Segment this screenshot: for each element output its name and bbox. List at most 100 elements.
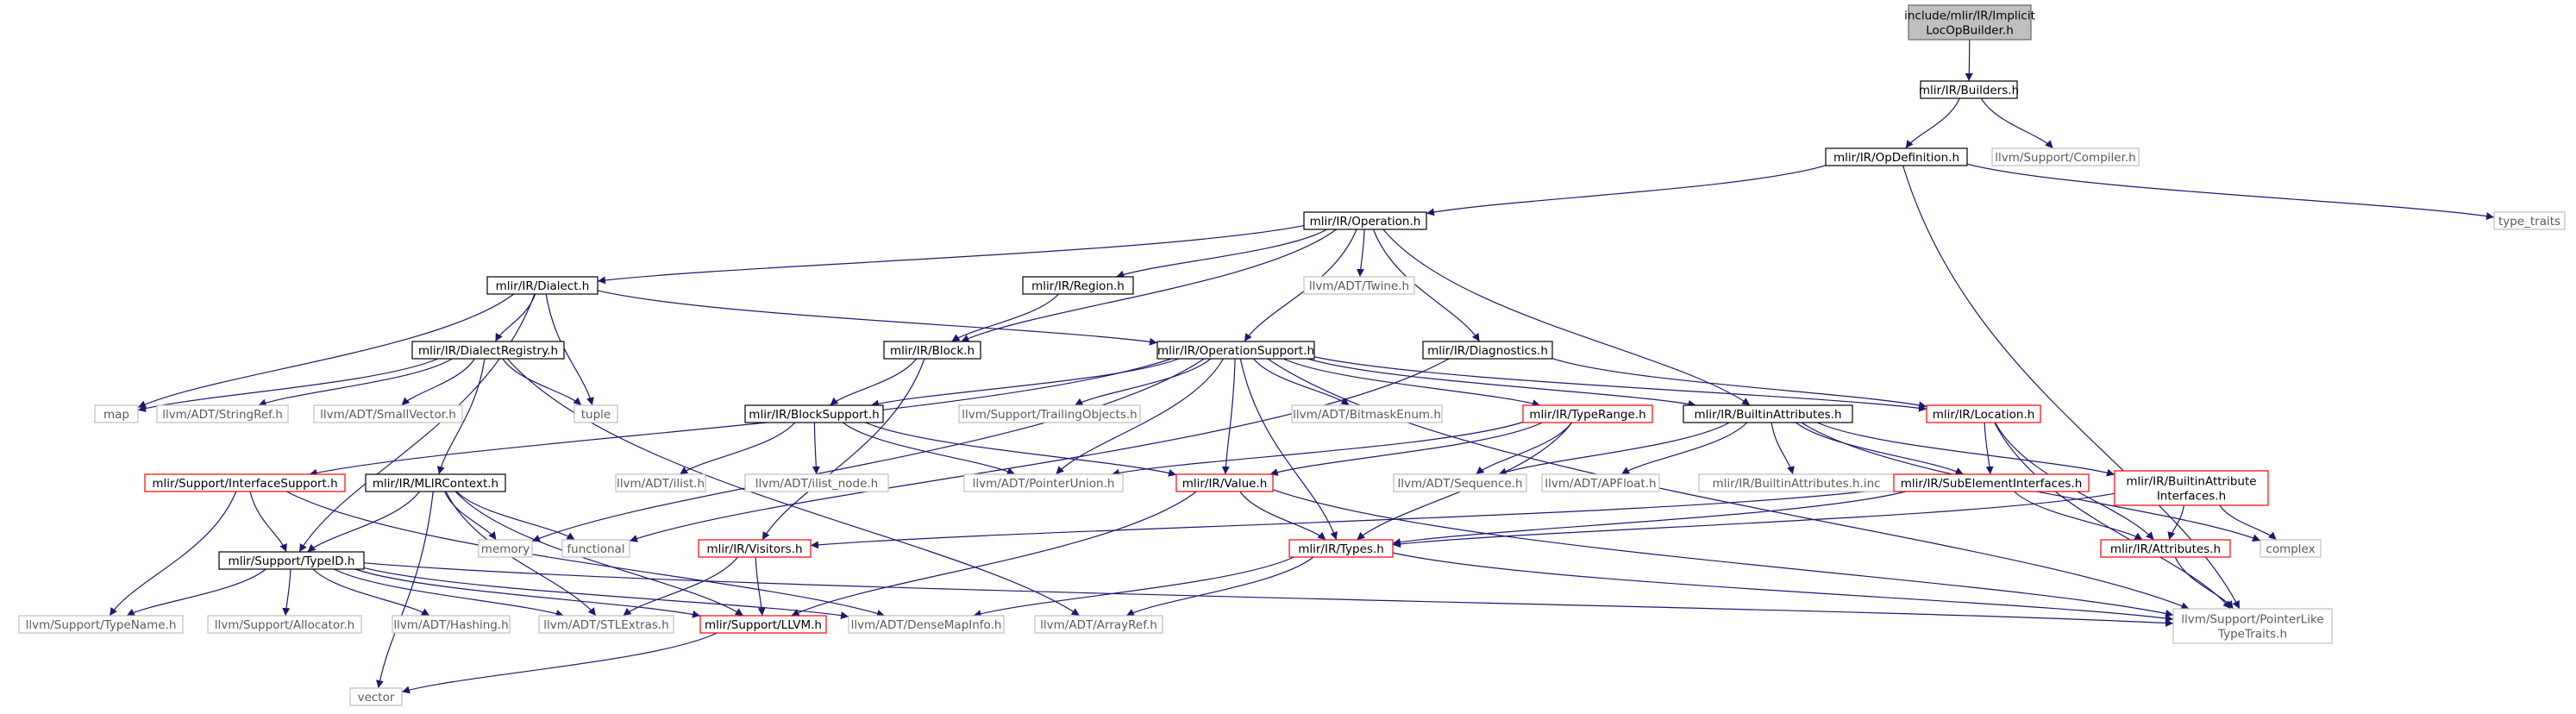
node-llvmh[interactable]: mlir/Support/LLVM.h bbox=[699, 615, 827, 634]
node-map: map bbox=[94, 404, 139, 423]
node-apfloat: llvm/ADT/APFloat.h bbox=[1541, 473, 1660, 492]
edge-value-to-pointerlike bbox=[1272, 489, 2174, 617]
node-block[interactable]: mlir/IR/Block.h bbox=[883, 341, 981, 360]
dependency-edge bbox=[2014, 491, 2143, 541]
node-memory: memory bbox=[478, 539, 533, 558]
node-functional: functional bbox=[561, 539, 630, 558]
dependency-edge bbox=[309, 358, 1172, 477]
node-box bbox=[18, 615, 184, 634]
edge-typeid-to-densemapinfo bbox=[363, 567, 849, 620]
node-label: llvm/ADT/PointerUnion.h bbox=[973, 477, 1115, 491]
node-opdef[interactable]: mlir/IR/OpDefinition.h bbox=[1825, 147, 1968, 166]
node-ifacesupport[interactable]: mlir/Support/InterfaceSupport.h bbox=[144, 473, 346, 492]
node-blocksupport[interactable]: mlir/IR/BlockSupport.h bbox=[744, 404, 884, 423]
node-subelem[interactable]: mlir/IR/SubElementInterfaces.h bbox=[1893, 473, 2090, 492]
node-label: mlir/IR/Visitors.h bbox=[706, 542, 802, 556]
node-box bbox=[883, 341, 981, 360]
edge-subelem-to-types bbox=[1392, 491, 1906, 547]
dependency-edge bbox=[597, 224, 1305, 285]
dependency-edge bbox=[1905, 97, 1960, 149]
dependency-edge bbox=[623, 556, 738, 617]
dependency-edge bbox=[842, 422, 1015, 475]
node-tuple: tuple bbox=[573, 404, 618, 423]
dependency-edge bbox=[1392, 491, 1906, 547]
node-smallvector: llvm/ADT/SmallVector.h bbox=[313, 404, 463, 423]
edge-operation-to-region bbox=[1116, 229, 1327, 279]
node-label: mlir/Support/LLVM.h bbox=[705, 618, 822, 632]
edge-mlircontext-to-typeid bbox=[307, 491, 420, 553]
edge-value-to-types bbox=[1239, 491, 1326, 541]
node-location[interactable]: mlir/IR/Location.h bbox=[1926, 404, 2041, 423]
dependency-edge bbox=[126, 568, 266, 617]
edge-diagnostics-to-location bbox=[1551, 358, 1927, 410]
edge-blocksupport-to-ilist bbox=[679, 422, 796, 475]
edge-ifacesupport-to-typeid bbox=[249, 491, 287, 553]
dependency-edge bbox=[363, 562, 2174, 627]
edge-opsupport-to-blocksupport bbox=[870, 358, 1180, 408]
dependency-edge bbox=[401, 358, 475, 406]
node-box bbox=[1926, 404, 2041, 423]
node-label: llvm/Support/Compiler.h bbox=[1995, 151, 2135, 165]
node-label: llvm/ADT/StringRef.h bbox=[162, 408, 283, 422]
node-builtinattrs[interactable]: mlir/IR/BuiltinAttributes.h bbox=[1683, 404, 1853, 423]
node-label: mlir/IR/Types.h bbox=[1298, 542, 1384, 556]
node-value[interactable]: mlir/IR/Value.h bbox=[1175, 473, 1274, 492]
node-opsupport[interactable]: mlir/IR/OperationSupport.h bbox=[1156, 341, 1315, 360]
node-box bbox=[561, 539, 630, 558]
dependency-edge bbox=[1272, 489, 2174, 617]
dependency-edge bbox=[973, 556, 1294, 617]
node-diagnostics[interactable]: mlir/IR/Diagnostics.h bbox=[1422, 341, 1553, 360]
dependency-edge bbox=[137, 293, 515, 409]
node-attributes[interactable]: mlir/IR/Attributes.h bbox=[2100, 539, 2231, 558]
node-trailing: llvm/Support/TrailingObjects.h bbox=[958, 404, 1141, 423]
node-typerange[interactable]: mlir/IR/TypeRange.h bbox=[1522, 404, 1653, 423]
edge-dialect-to-tuple bbox=[545, 293, 594, 406]
edge-opsupport-to-builtinattrs bbox=[1307, 358, 1696, 408]
node-dialect[interactable]: mlir/IR/Dialect.h bbox=[486, 276, 599, 295]
dependency-edge bbox=[951, 293, 1059, 342]
dependency-edge bbox=[1074, 358, 1212, 406]
edge-builtinattrif-to-complex bbox=[2219, 504, 2277, 541]
node-label: llvm/ADT/BitmaskEnum.h bbox=[1293, 408, 1441, 422]
node-label: mlir/IR/DialectRegistry.h bbox=[418, 344, 558, 358]
edge-opsupport-to-location bbox=[1313, 356, 1927, 412]
node-box bbox=[1522, 404, 1653, 423]
node-label: mlir/Support/TypeID.h bbox=[229, 554, 355, 568]
dependency-edge bbox=[502, 358, 582, 406]
node-label: llvm/ADT/ilist.h bbox=[617, 477, 705, 491]
node-typename: llvm/Support/TypeName.h bbox=[18, 615, 184, 634]
dependency-edge bbox=[1816, 422, 2115, 477]
node-builders[interactable]: mlir/IR/Builders.h bbox=[1919, 80, 2019, 99]
node-visitors[interactable]: mlir/IR/Visitors.h bbox=[698, 539, 812, 558]
node-dialectreg[interactable]: mlir/IR/DialectRegistry.h bbox=[411, 341, 565, 360]
node-types[interactable]: mlir/IR/Types.h bbox=[1288, 539, 1394, 558]
node-label: mlir/IR/Block.h bbox=[890, 344, 975, 358]
node-box bbox=[94, 404, 139, 423]
node-operation[interactable]: mlir/IR/Operation.h bbox=[1303, 211, 1427, 230]
node-mlircontext[interactable]: mlir/IR/MLIRContext.h bbox=[365, 473, 506, 492]
edge-operation-to-opsupport bbox=[1244, 229, 1357, 342]
node-ilistnode: llvm/ADT/ilist_node.h bbox=[744, 473, 889, 492]
node-label: mlir/IR/TypeRange.h bbox=[1529, 408, 1645, 422]
node-label: llvm/ADT/ArrayRef.h bbox=[1040, 618, 1157, 632]
node-box bbox=[2172, 608, 2333, 644]
edge-typerange-to-value bbox=[1269, 422, 1543, 476]
dependency-edge bbox=[1239, 491, 1326, 541]
node-label: mlir/IR/Diagnostics.h bbox=[1427, 344, 1548, 358]
dependency-edge bbox=[312, 568, 430, 617]
edge-visitors-to-stlextras bbox=[623, 556, 738, 617]
node-box bbox=[1422, 341, 1553, 360]
node-box bbox=[156, 404, 289, 423]
node-typeid[interactable]: mlir/Support/TypeID.h bbox=[218, 551, 365, 570]
node-box bbox=[698, 539, 812, 558]
dependency-edge bbox=[1620, 422, 1748, 475]
dependency-edge bbox=[354, 568, 701, 618]
node-region[interactable]: mlir/IR/Region.h bbox=[1022, 276, 1134, 295]
node-label: llvm/ADT/Hashing.h bbox=[393, 618, 508, 632]
edge-operation-to-dialect bbox=[597, 224, 1305, 285]
edge-subelem-to-attributes bbox=[2014, 491, 2143, 541]
node-label: complex bbox=[2266, 542, 2315, 556]
